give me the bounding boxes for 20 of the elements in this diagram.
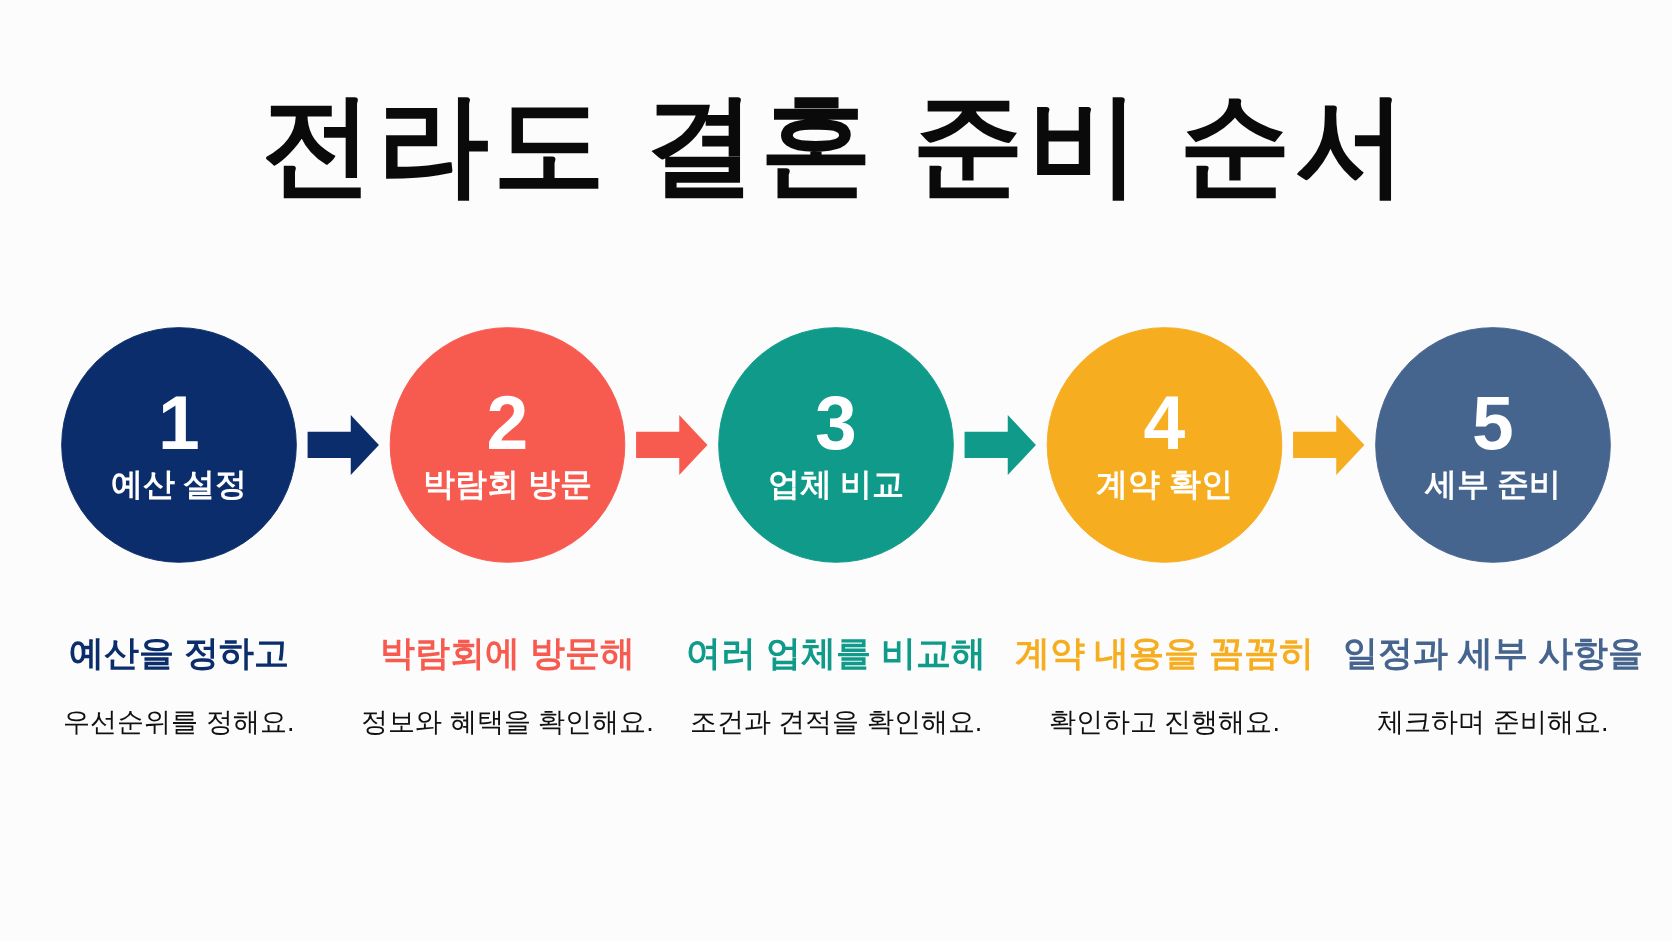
- step-description: 우선순위를 정해요.: [63, 706, 295, 739]
- step-description: 확인하고 진행해요.: [1049, 706, 1280, 739]
- step-circle: 1 예산 설정: [61, 327, 297, 563]
- step-circle: 2 박람회 방문: [389, 327, 626, 563]
- step-heading: 예산을 정하고: [69, 632, 289, 675]
- step-heading: 박람회에 방문해: [380, 632, 635, 675]
- step-heading: 일정과 세부 사항을: [1343, 632, 1643, 675]
- step-description: 정보와 혜택을 확인해요.: [361, 706, 654, 739]
- step-circle: 4 계약 확인: [1046, 327, 1283, 563]
- step-circle: 3 업체 비교: [718, 327, 954, 563]
- arrow: [964, 414, 1036, 476]
- step-description: 체크하며 준비해요.: [1377, 706, 1609, 739]
- step-heading: 여러 업체를 비교해: [686, 632, 986, 675]
- step-description: 조건과 견적을 확인해요.: [689, 706, 983, 739]
- arrow: [1293, 414, 1365, 476]
- title: 전라도 결혼 준비 순서: [261, 81, 1411, 209]
- arrow: [636, 414, 708, 476]
- arrow: [307, 414, 379, 476]
- step-circle: 5 세부 준비: [1375, 327, 1611, 563]
- step-heading: 계약 내용을 꼼꼼히: [1014, 632, 1315, 675]
